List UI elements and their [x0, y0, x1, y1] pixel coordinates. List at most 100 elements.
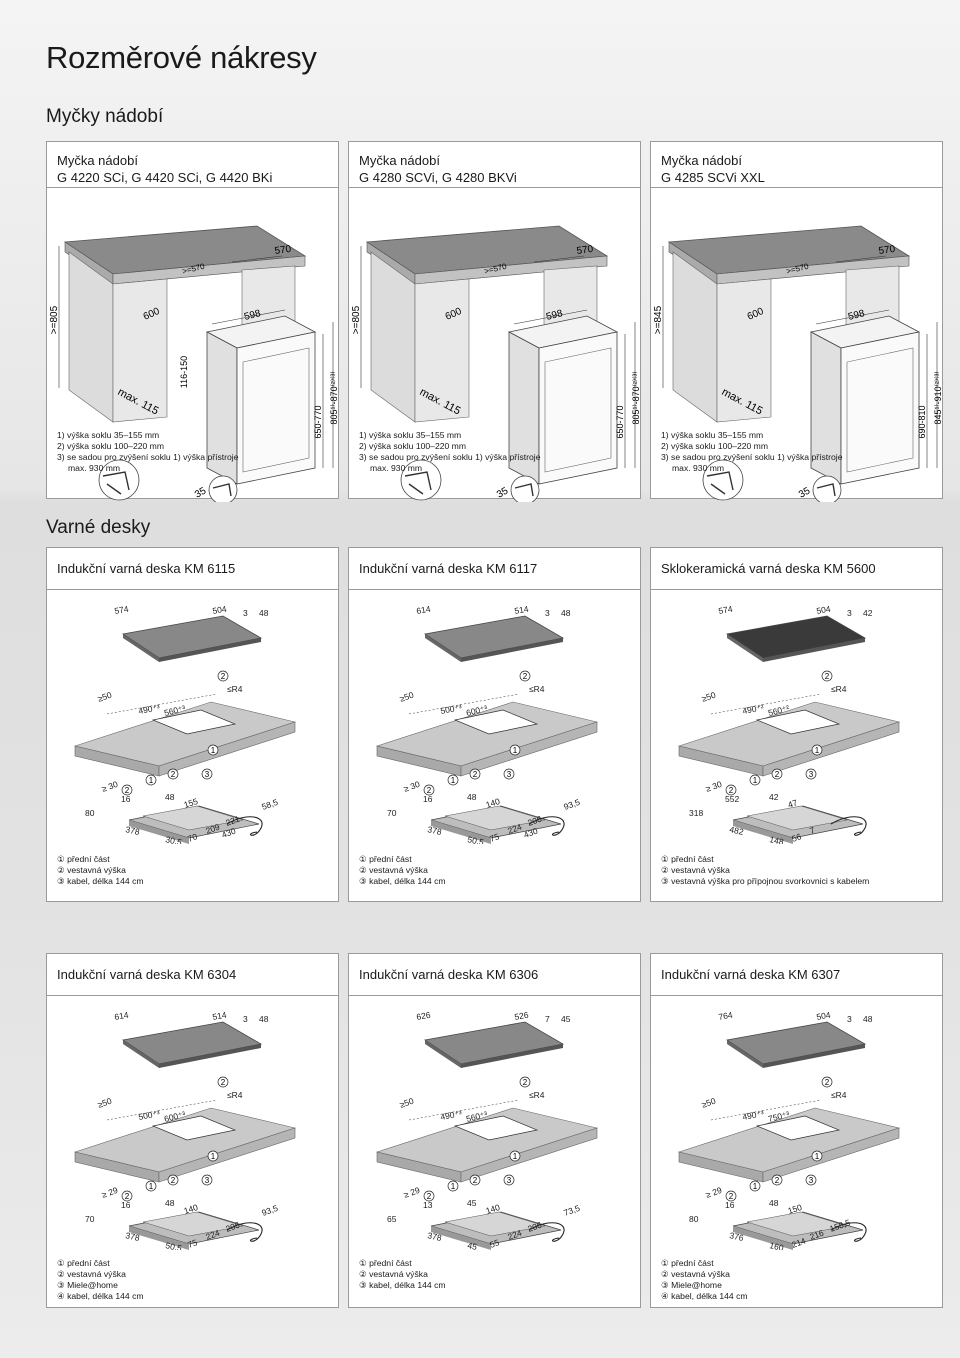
dim-r4: ≤R4 [529, 684, 545, 694]
hob-drawing: 2 1 2 1 2 3 614 514 3 48 ≥50 ≤R4 500⁺³ 6… [375, 604, 599, 844]
dim-top-b: 514 [514, 604, 530, 616]
svg-text:2: 2 [427, 1192, 432, 1201]
card-category: Myčka nádobí [57, 153, 138, 168]
svg-text:2: 2 [729, 786, 734, 795]
dim-r4: ≤R4 [227, 1090, 243, 1100]
dim-d430: 430 [522, 826, 539, 840]
note-2: 2) výška soklu 100–220 mm [359, 441, 466, 451]
dim-d378: 376 [729, 1230, 745, 1243]
dim-max-115: max. 115 [418, 386, 463, 417]
note-1: ① přední část [57, 1258, 110, 1268]
dim-height-1: 650-770 [313, 405, 323, 438]
note-1: ① přední část [661, 854, 714, 864]
card-header: Indukční varná deska KM 6307 [651, 954, 942, 996]
dim-d155: 150 [787, 1202, 804, 1216]
dim-d70: 70 [186, 831, 199, 844]
dim-d155: 140 [485, 796, 502, 810]
dim-cut-a: 490⁺³ [440, 1108, 463, 1122]
max-label-drawing: max. 115 [418, 386, 463, 417]
dim-d378: 378 [125, 1230, 141, 1243]
dim-top-a: 574 [114, 604, 130, 616]
dim-height-min: >=805 [49, 305, 60, 334]
dim-d585: 93,5 [562, 797, 581, 812]
dim-width-front: 598 [243, 308, 262, 323]
dim-d16: 16 [725, 1200, 735, 1210]
dim-d48: 45 [467, 1198, 477, 1208]
dim-d48: 48 [165, 792, 175, 802]
svg-text:1: 1 [815, 746, 820, 755]
hob-notes: ① přední část ② vestavná výška ③ Miele@h… [57, 1258, 144, 1302]
dim-d155: 140 [183, 1202, 200, 1216]
dim-d305: 50,5 [467, 834, 486, 844]
hob-drawing: 2 1 2 1 2 3 574 504 3 42 ≥50 ≤R4 490⁺² 5… [677, 604, 901, 844]
svg-text:2: 2 [125, 786, 130, 795]
dim-d70: 75 [488, 831, 501, 844]
dim-35: 35 [797, 485, 813, 500]
svg-text:1: 1 [149, 1182, 154, 1191]
svg-text:2: 2 [473, 770, 478, 779]
hob-card: Indukční varná deska KM 6115 2 1 2 1 [46, 547, 339, 902]
svg-text:2: 2 [221, 672, 226, 681]
svg-text:1: 1 [451, 1182, 456, 1191]
dim-plinth: 116-150 [179, 356, 189, 388]
note-1: ① přední část [359, 1258, 412, 1268]
dim-ge50: ≥50 [700, 690, 717, 704]
hob-drawing: 2 1 2 1 2 3 614 514 3 48 ≥50 ≤R4 500⁺³ 6… [73, 1010, 297, 1250]
svg-text:2: 2 [775, 770, 780, 779]
card-title: Indukční varná deska KM 6306 [359, 967, 539, 982]
dim-d221: 221 [224, 814, 241, 828]
dim-height-2: 805¹⁾-870⁽²⁾⁽³⁾ [329, 371, 339, 424]
dim-d585: 73,5 [562, 1203, 581, 1218]
dim-ge50: ≥50 [96, 690, 113, 704]
dim-t48: 48 [863, 1014, 873, 1024]
note-4: max. 930 mm [370, 463, 423, 473]
dishwasher-notes: 1) výška soklu 35–155 mm 2) výška soklu … [661, 430, 843, 474]
dim-top-a: 764 [718, 1010, 734, 1022]
dim-height-2: 845¹⁾-910⁽²⁾⁽³⁾ [933, 371, 943, 424]
dishwasher-card: Myčka nádobí G 4280 SCVi, G 4280 BKVi [348, 141, 641, 502]
svg-text:1: 1 [513, 746, 518, 755]
card-models: G 4285 SCVi XXL [661, 170, 765, 185]
svg-text:1: 1 [211, 746, 216, 755]
svg-text:2: 2 [221, 1078, 226, 1087]
dim-top-a: 574 [718, 604, 734, 616]
card-title: Indukční varná deska KM 6307 [661, 967, 841, 982]
dim-35: 35 [495, 485, 511, 500]
dim-cut-a: 500⁺³ [440, 702, 463, 716]
dim-d80: 70 [387, 808, 397, 818]
dim-ge30: ≥ 30 [704, 779, 723, 794]
svg-text:3: 3 [809, 770, 814, 779]
note-2: ② vestavná výška [359, 1269, 428, 1279]
dim-ge30: ≥ 30 [402, 779, 421, 794]
dim-d209: 209 [204, 822, 221, 836]
dim-width-front: 598 [545, 308, 564, 323]
dishwasher-drawing: >=805 570 598 >=570 600 116-150 650-770 … [49, 225, 339, 502]
dim-t3: 3 [545, 608, 550, 618]
svg-text:2: 2 [171, 1176, 176, 1185]
dim-d70: 55 [488, 1237, 501, 1250]
dim-d80: 65 [387, 1214, 397, 1224]
dim-d155: 140 [485, 1202, 502, 1216]
dim-t3: 7 [545, 1014, 550, 1024]
hob-card: Sklokeramická varná deska KM 5600 2 1 2 [650, 547, 943, 902]
note-3: ③ kabel, délka 144 cm [57, 876, 144, 886]
svg-text:1: 1 [815, 1152, 820, 1161]
note-2: ② vestavná výška [359, 865, 428, 875]
dim-width-front: 598 [847, 308, 866, 323]
svg-text:2: 2 [523, 672, 528, 681]
hob-card: Indukční varná deska KM 6304 2 1 2 1 [46, 953, 339, 1308]
card-header: Indukční varná deska KM 6117 [349, 548, 640, 590]
dim-cut-a: 500⁺³ [138, 1108, 161, 1122]
dim-d305: 160 [769, 1240, 785, 1250]
note-1: ① přední část [57, 854, 110, 864]
svg-text:2: 2 [171, 770, 176, 779]
note-2: ② vestavná výška [661, 865, 730, 875]
dim-d70: 75 [186, 1237, 199, 1250]
svg-text:1: 1 [753, 1182, 758, 1191]
dim-d48: 42 [769, 792, 779, 802]
card-category: Myčka nádobí [359, 153, 440, 168]
section-title-dishwashers: Myčky nádobí [46, 106, 164, 127]
card-title: Indukční varná deska KM 6304 [57, 967, 237, 982]
dim-t48: 42 [863, 608, 873, 618]
note-2: ② vestavná výška [57, 1269, 126, 1279]
